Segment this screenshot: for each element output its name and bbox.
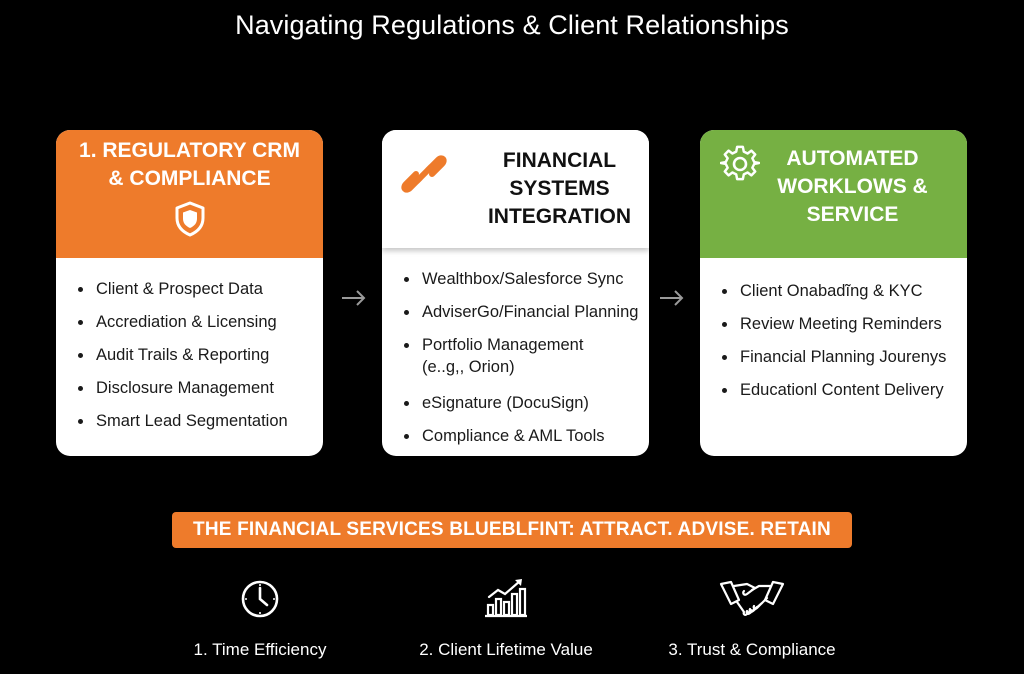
clock-icon — [150, 576, 370, 620]
list-item: Review Meeting Reminders — [722, 313, 967, 346]
chain-link-icon — [398, 148, 450, 208]
list-item: Portfolio Management (e..g,, Orion) — [404, 334, 649, 392]
list-item: Smart Lead Segmentation — [78, 410, 323, 443]
automated-workflows-list: Client Onabadĩng & KYC Review Meeting Re… — [700, 280, 967, 412]
list-item: Disclosure Management — [78, 377, 323, 410]
handshake-icon — [642, 576, 862, 620]
list-item: Compliance & AML Tools — [404, 425, 649, 456]
benefit-label: 3. Trust & Compliance — [668, 640, 836, 659]
gear-icon — [719, 144, 761, 192]
list-item-subtext: (e..g,, Orion) — [422, 358, 515, 376]
list-item: Educationl Content Delivery — [722, 379, 967, 412]
card-title: FINANCIAL SYSTEMS INTEGRATION — [487, 149, 632, 228]
financial-systems-list: Wealthbox/Salesforce Sync AdviserGo/Fina… — [382, 268, 649, 456]
list-item: Client Onabadĩng & KYC — [722, 280, 967, 313]
regulatory-crm-list: Client & Prospect Data Accrediation & Li… — [56, 278, 323, 443]
list-item-text: Portfolio Management — [422, 336, 584, 354]
automated-workflows-card: AUTOMATED WORKLOWS & SERVICE Client Onab… — [700, 130, 967, 456]
list-item: Audit Trails & Reporting — [78, 344, 323, 377]
list-item: eSignature (DocuSign) — [404, 392, 649, 425]
list-item: Client & Prospect Data — [78, 278, 323, 311]
financial-systems-card-header: FINANCIAL SYSTEMS INTEGRATION — [382, 130, 649, 248]
card-title: AUTOMATED WORKLOWS & SERVICE — [777, 147, 928, 226]
financial-systems-card: FINANCIAL SYSTEMS INTEGRATION Wealthbox/… — [382, 130, 649, 456]
regulatory-crm-card-header: 1. REGULATORY CRM & COMPLIANCE — [56, 130, 323, 258]
benefit-trust-compliance: 3. Trust & Compliance — [642, 576, 862, 660]
page-title: Navigating Regulations & Client Relation… — [235, 10, 789, 40]
shield-icon — [174, 201, 206, 245]
list-item: AdviserGo/Financial Planning — [404, 301, 649, 334]
benefit-time-efficiency: 1. Time Efficiency — [150, 576, 370, 660]
arrow-right-icon — [342, 290, 366, 306]
regulatory-crm-card: 1. REGULATORY CRM & COMPLIANCE Client & … — [56, 130, 323, 456]
list-item: Wealthbox/Salesforce Sync — [404, 268, 649, 301]
benefit-label: 2. Client Lifetime Value — [419, 640, 593, 659]
automated-workflows-card-header: AUTOMATED WORKLOWS & SERVICE — [700, 130, 967, 258]
list-item: Financial Planning Jourenys — [722, 346, 967, 379]
blueprint-banner: THE FINANCIAL SERVICES BLUEBLFINT: ATTRA… — [172, 512, 852, 548]
benefit-client-lifetime-value: 2. Client Lifetime Value — [396, 576, 616, 660]
card-title: 1. REGULATORY CRM & COMPLIANCE — [79, 139, 300, 190]
benefit-label: 1. Time Efficiency — [193, 640, 327, 659]
growth-chart-icon — [396, 576, 616, 620]
list-item: Accrediation & Licensing — [78, 311, 323, 344]
arrow-right-icon — [660, 290, 684, 306]
